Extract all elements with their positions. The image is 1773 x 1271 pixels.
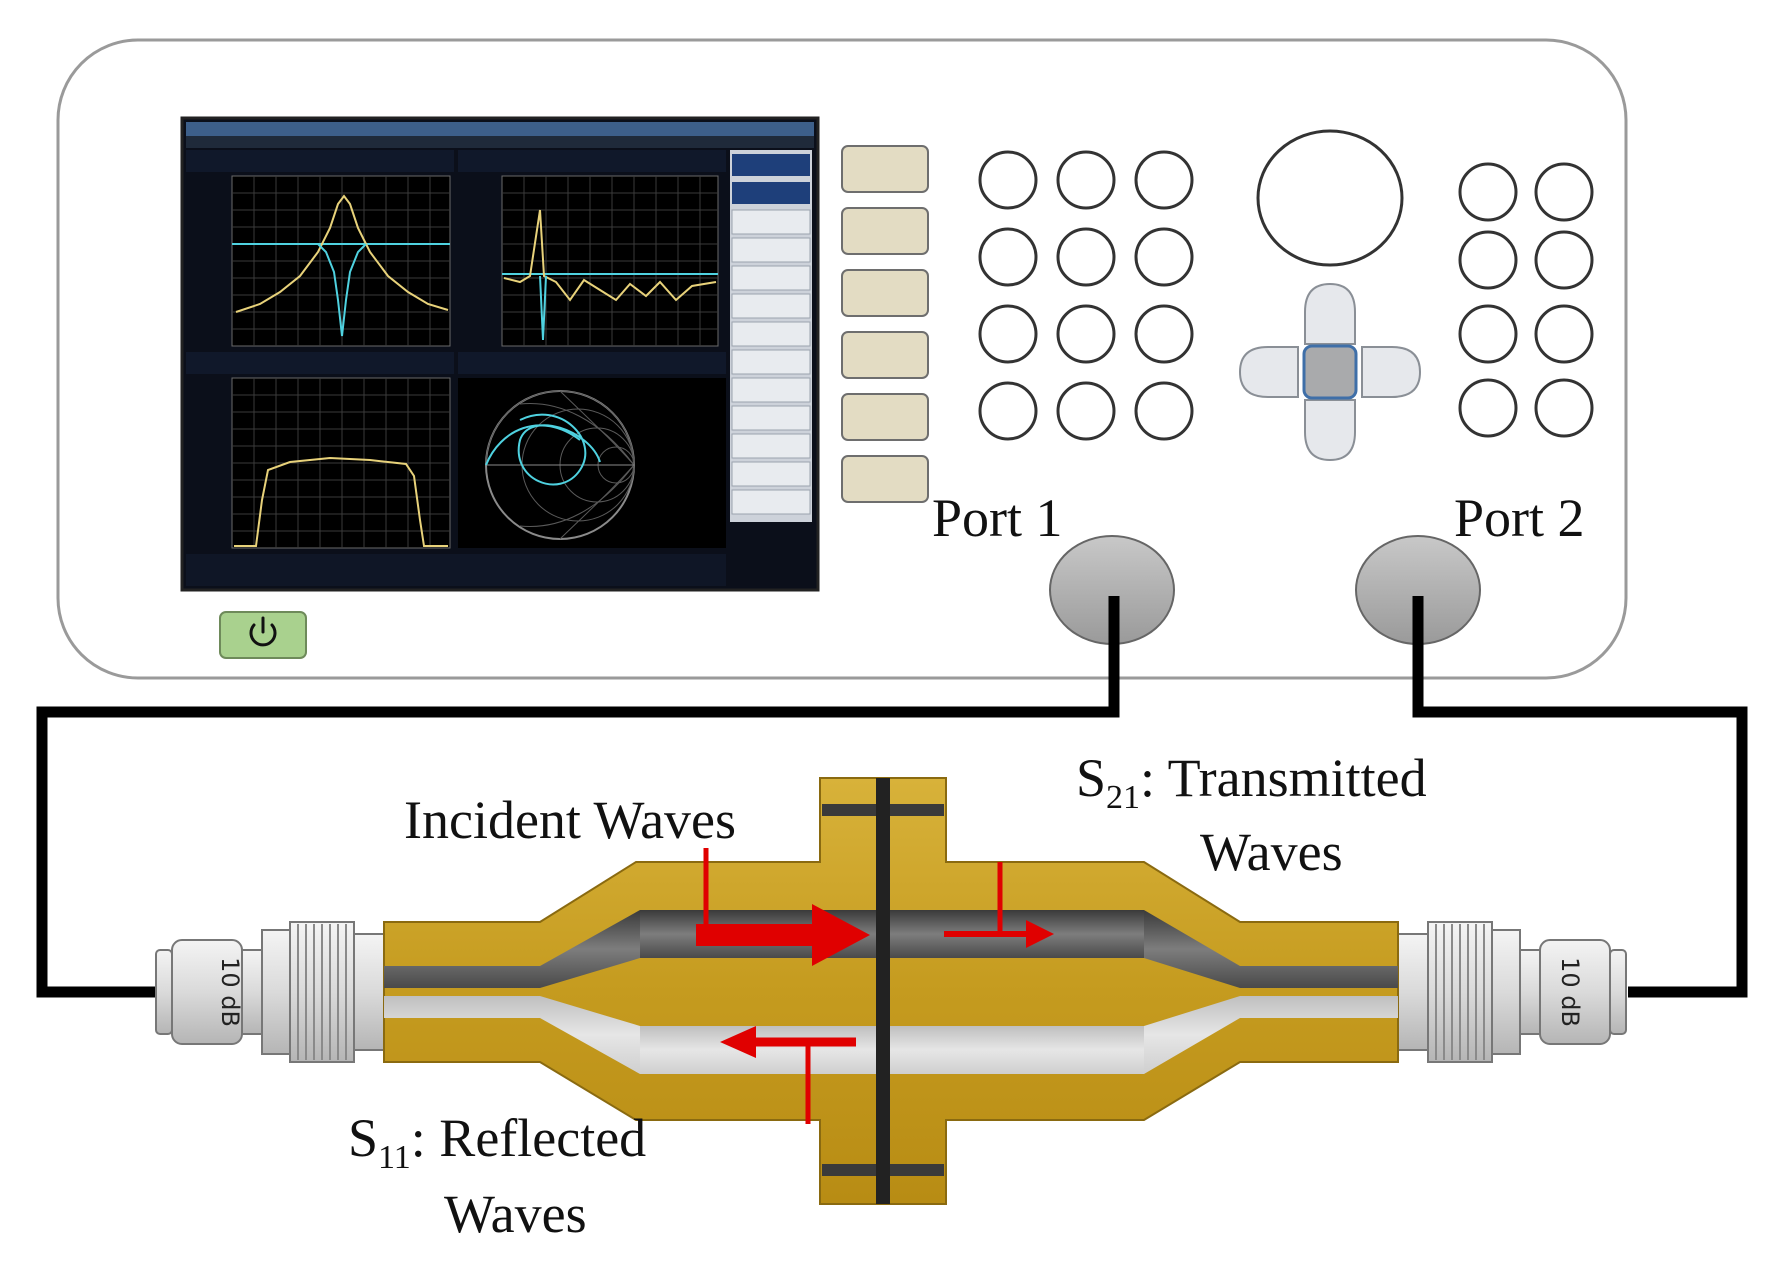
attenuator-right-label: 10 dB [1556,957,1584,1027]
svg-text:Waves: Waves [1200,822,1343,882]
function-keypad [1458,162,1594,438]
port-2-label: Port 2 [1454,488,1585,548]
transmitted-wave-arrow [944,862,1054,948]
plot-top-left [231,175,451,347]
keypad-button[interactable] [978,227,1038,287]
softkey-2[interactable] [841,207,929,255]
port-1-label: Port 1 [932,488,1063,548]
keypad-button[interactable] [978,304,1038,364]
softkey-3[interactable] [841,269,929,317]
navigation-pad [1238,282,1422,462]
s11-label: S11: Reflected Waves [348,1108,646,1244]
analyzer-screen [180,116,820,592]
keypad-button[interactable] [1056,150,1116,210]
svg-text:S21: Transmitted: S21: Transmitted [1076,748,1427,816]
nav-center-button[interactable] [1302,344,1358,400]
sample-plane [876,778,890,1204]
keypad-button[interactable] [1134,150,1194,210]
power-icon [249,616,277,647]
function-button[interactable] [1534,304,1594,364]
s21-label: S21: Transmitted Waves [1076,748,1427,882]
svg-text:S11: Reflected: S11: Reflected [348,1108,646,1176]
cable-port-1 [36,596,1120,998]
function-button[interactable] [1458,162,1518,222]
keypad-button[interactable] [1056,227,1116,287]
keypad-button[interactable] [1056,304,1116,364]
softkey-4[interactable] [841,331,929,379]
plot-top-right [501,175,719,347]
function-button[interactable] [1534,378,1594,438]
attenuator-left: 10 dB [155,921,385,1063]
plot-bottom-left [231,377,451,549]
keypad-button[interactable] [978,381,1038,441]
attenuator-right: 10 dB [1397,921,1627,1063]
softkey-column [841,145,929,503]
nav-left-button[interactable] [1238,346,1299,398]
rotary-knob[interactable] [1256,129,1404,267]
softkey-1[interactable] [841,145,929,193]
keypad-button[interactable] [1134,227,1194,287]
svg-text:Waves: Waves [444,1184,587,1244]
keypad-button[interactable] [1134,304,1194,364]
keypad-button[interactable] [1056,381,1116,441]
function-button[interactable] [1458,230,1518,290]
attenuator-left-label: 10 dB [216,957,244,1027]
nav-up-button[interactable] [1304,282,1356,345]
cable-port-2 [1412,596,1748,998]
numeric-keypad [978,150,1194,441]
softkey-6[interactable] [841,455,929,503]
keypad-button[interactable] [1134,381,1194,441]
incident-waves-label: Incident Waves [404,790,736,850]
smith-chart [458,378,726,548]
softkey-5[interactable] [841,393,929,441]
power-button[interactable] [219,611,307,659]
function-button[interactable] [1458,378,1518,438]
nav-right-button[interactable] [1361,346,1422,398]
function-button[interactable] [1534,162,1594,222]
keypad-button[interactable] [978,150,1038,210]
nav-down-button[interactable] [1304,399,1356,462]
function-button[interactable] [1458,304,1518,364]
function-button[interactable] [1534,230,1594,290]
incident-wave-arrow [696,848,870,966]
reflected-wave-arrow [720,1026,856,1124]
